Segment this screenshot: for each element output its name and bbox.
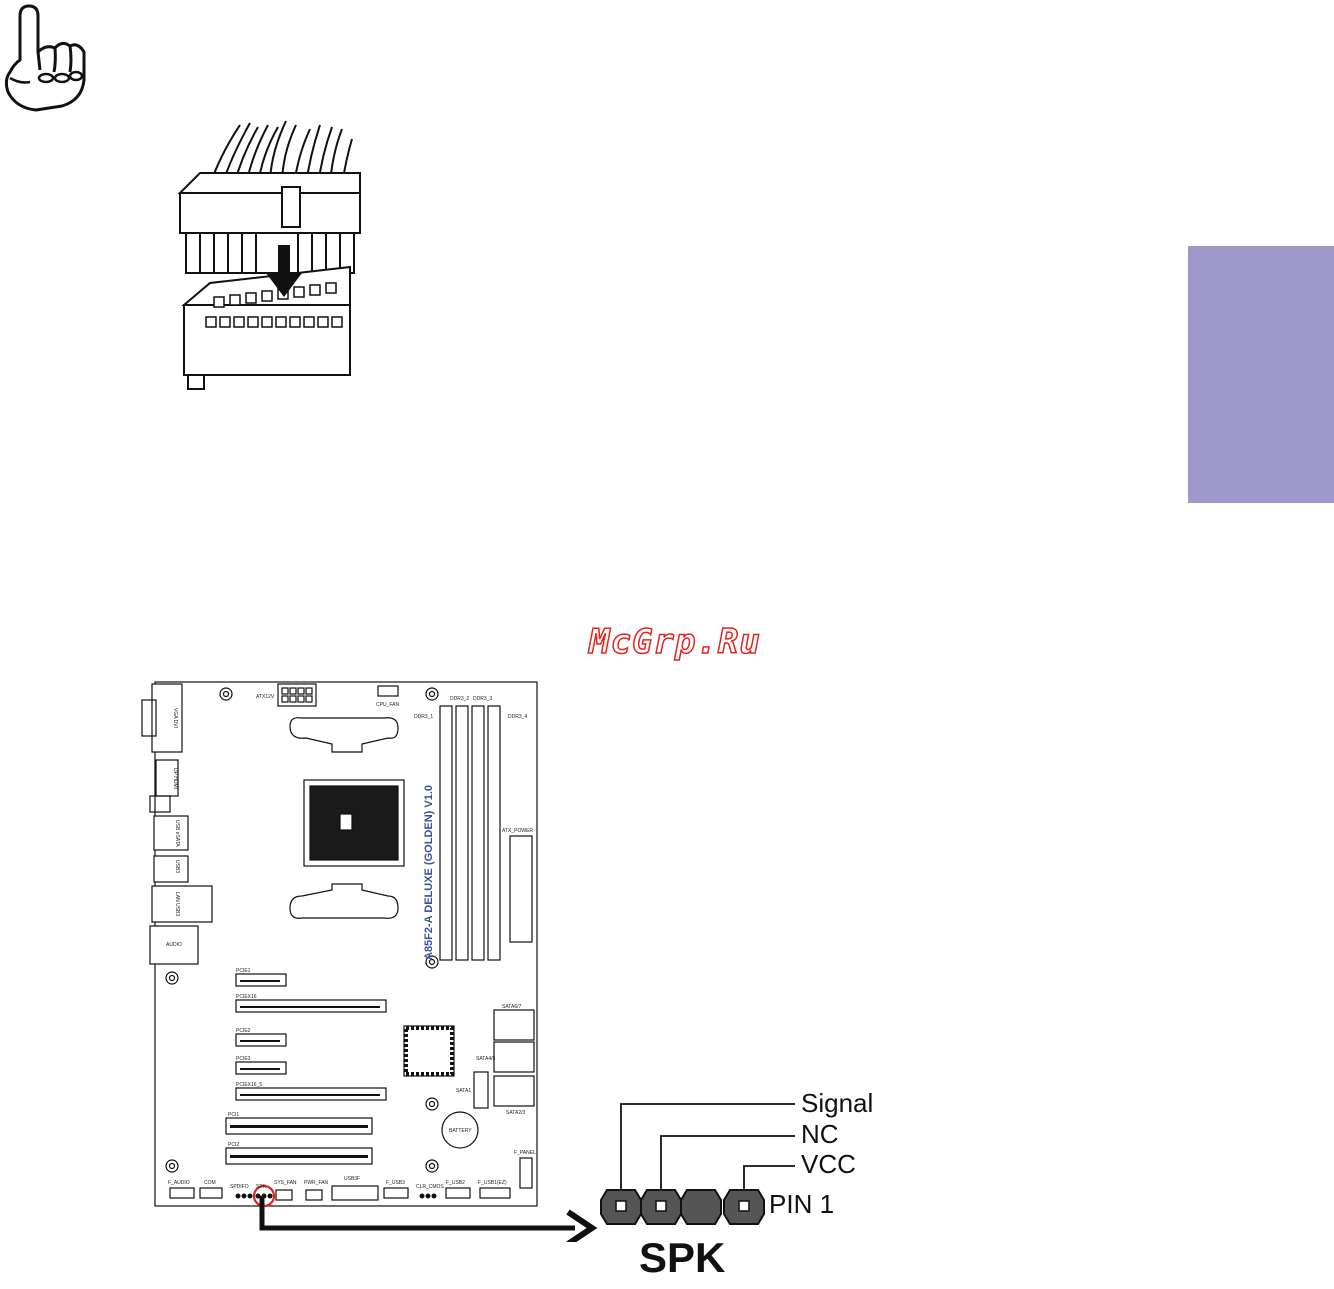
label-pci2: PCI2 [228,1142,239,1148]
label-pciex16: PCIEX16 [236,994,257,1000]
label-pcie1: PCIE1 [236,968,251,974]
label-f-usb1: F_USB1(EZ) [478,1180,507,1186]
label-sata67: SATA6/7 [502,1004,521,1010]
label-f-usb3: F_USB3 [386,1180,405,1186]
label-com: COM [204,1180,216,1186]
label-cpu-fan: CPU_FAN [376,702,399,708]
label-pwr-fan: PWR_FAN [304,1180,329,1186]
label-clr-cmos: CLR_CMOS [416,1184,444,1190]
label-battery: BATTERY [449,1128,472,1134]
label-usb: USB3 [174,860,180,873]
label-sata23: SATA2/3 [506,1110,525,1116]
pin-label-vcc: VCC [801,1149,856,1179]
spk-title: SPK [639,1234,725,1280]
label-pci1: PCI1 [228,1112,239,1118]
pin-label-signal: Signal [801,1088,873,1118]
label-atx12v: ATX12V [256,694,275,700]
label-dp-hdmi: DP HDMI [172,768,178,789]
section-side-tab [1188,246,1334,503]
label-usb3f: USB3F [344,1176,360,1182]
label-sata1: SATA1 [456,1088,471,1094]
label-lan-usb: LAN USB3 [174,892,180,916]
label-ddr3-1: DDR3_1 [414,714,433,720]
label-pciex16-5: PCIEX16_5 [236,1082,262,1088]
motherboard-layout: ATX12V CPU_FAN DDR3_1 DDR3_2 DDR3_3 DDR3… [141,681,538,1208]
board-model-title: A85F2-A DELUXE (GOLDEN) V1.0 [423,785,435,960]
pin-label-pin1: PIN 1 [769,1189,834,1219]
pin-label-nc: NC [801,1119,839,1149]
label-f-audio: F_AUDIO [168,1180,190,1186]
pin-vcc [738,1200,750,1212]
label-spdif: SPDIFO [230,1184,249,1190]
label-pcie2: PCIE2 [236,1028,251,1034]
label-atx-power: ATX_POWER [502,828,533,834]
label-f-panel: F_PANEL [514,1150,536,1156]
label-ddr3-2: DDR3_2 [450,696,469,702]
spk-connection-arrow [259,1196,598,1242]
label-sata45: SATA4/5 [476,1056,495,1062]
pin-nc [655,1200,667,1212]
label-audio: AUDIO [166,942,182,948]
label-f-usb2: F_USB2 [446,1180,465,1186]
watermark-text: McGrp.Ru [588,621,761,663]
label-ddr3-4: DDR3_4 [508,714,527,720]
label-pcie3: PCIE3 [236,1056,251,1062]
pointing-hand-icon [4,4,86,112]
label-sys-fan: SYS_FAN [274,1180,297,1186]
spk-pin-diagram: Signal NC VCC PIN 1 SPK [600,1088,873,1280]
power-connector-illustration [177,120,361,390]
label-usb-esata: USB eSATA [174,820,180,847]
pin-signal [615,1200,627,1212]
label-spk: SPK [256,1184,267,1190]
label-ddr3-3: DDR3_3 [473,696,492,702]
label-vga-dvi: VGA DVI [172,708,178,728]
